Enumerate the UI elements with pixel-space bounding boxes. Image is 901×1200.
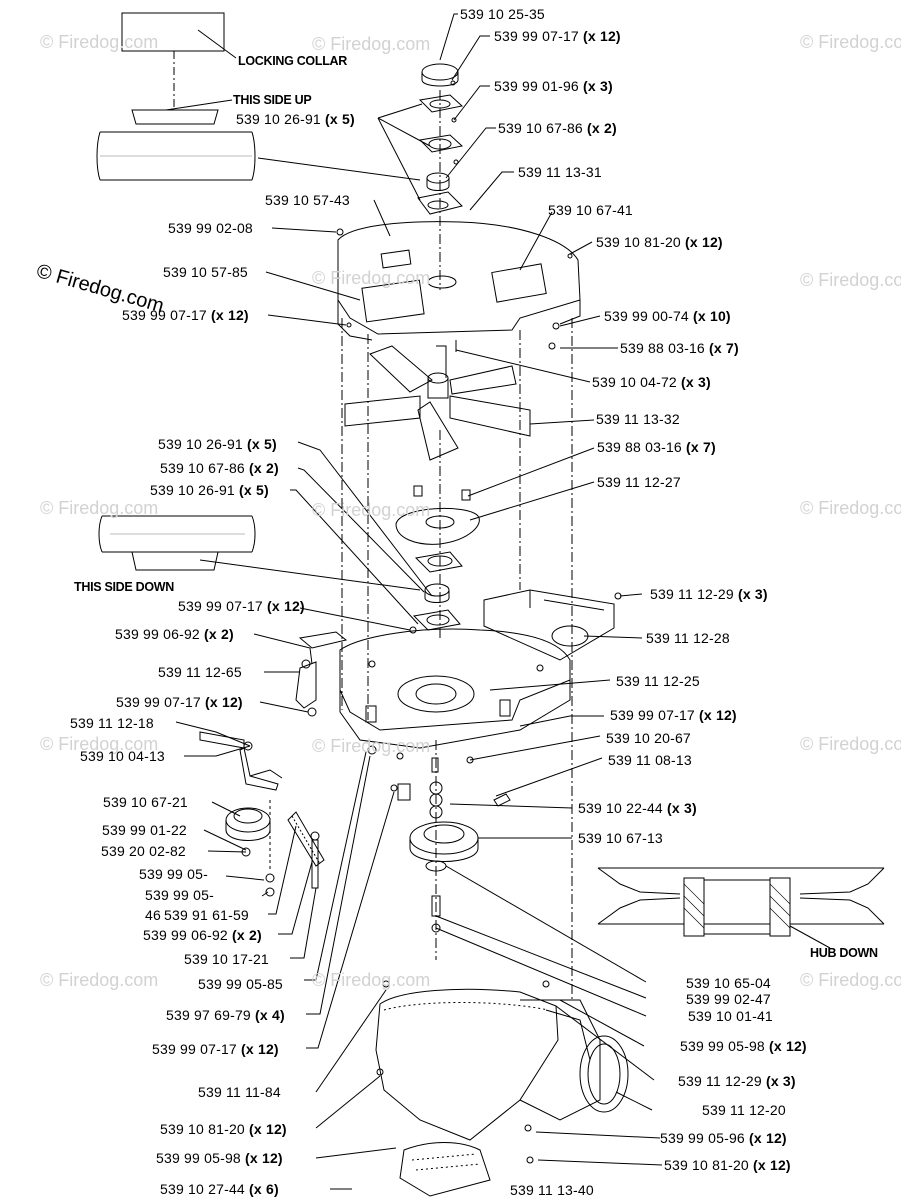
part-label: 539 10 27-44 (x 6) [160,1181,279,1197]
part-label: 539 10 20-67 [606,730,691,746]
part-label: 539 10 26-91 (x 5) [236,111,355,127]
part-label: 539 99 07-17 (x 12) [610,707,737,723]
part-label: 539 10 57-43 [265,192,350,208]
part-label: 539 99 01-96 (x 3) [494,78,613,94]
part-label: 539 11 12-27 [597,474,681,490]
watermark-text: © Firedog.com [40,32,159,52]
top-housing [337,222,580,1000]
watermark-text: © Firedog.com [800,32,901,52]
part-label: 539 10 67-86 (x 2) [498,120,617,136]
part-label: 539 99 07-17 (x 12) [122,307,249,323]
part-label: 539 99 05-98 (x 12) [680,1038,807,1054]
part-label: 539 88 03-16 (x 7) [597,439,716,455]
part-label: 539 10 67-86 (x 2) [160,460,279,476]
watermark-text: © Firedog.com [800,498,901,518]
part-label: 539 11 11-84 [198,1084,281,1100]
watermark-text: © Firedog.com [312,268,431,288]
part-label: 539 10 22-44 (x 3) [578,800,697,816]
part-label: 539 10 67-13 [578,830,663,846]
watermark-text: © Firedog.com [40,970,159,990]
part-label: 539 10 04-13 [80,748,165,764]
watermark-text: © Firedog.com [40,498,159,518]
part-label: 539 10 67-41 [548,202,633,218]
part-label: 539 10 57-85 [163,264,248,280]
part-label: 539 91 61-59 [164,907,249,923]
part-label: 539 10 81-20 (x 12) [160,1121,287,1137]
watermark-text: © Firedog.com [800,270,901,290]
part-label: 539 99 06-92 (x 2) [143,927,262,943]
part-label: 539 99 02-08 [168,220,253,236]
part-label: 539 11 12-20 [702,1102,786,1118]
part-label: 539 10 04-72 (x 3) [592,374,711,390]
part-label: 539 11 13-32 [596,411,680,427]
impeller [345,340,530,460]
part-label: 539 88 03-16 (x 7) [620,340,739,356]
note-locking-collar: LOCKING COLLAR [238,54,347,68]
part-label: 539 10 26-91 (x 5) [150,482,269,498]
part-label: 539 99 05-85 [198,976,283,992]
top-bearing-stack [418,64,462,290]
part-label: 539 10 81-20 (x 12) [664,1157,791,1173]
part-label: 539 99 02-47 [686,991,771,1007]
part-label: 539 99 07-17 (x 12) [152,1041,279,1057]
part-label: 539 99 07-17 (x 12) [178,598,305,614]
part-label: 539 11 12-18 [70,715,154,731]
part-label: 539 10 01-41 [688,1008,773,1024]
part-label: 539 99 05- [145,887,214,903]
part-label: 539 10 81-20 (x 12) [596,234,723,250]
part-label: 539 99 05-96 (x 12) [660,1130,787,1146]
part-label: 539 20 02-82 [101,843,186,859]
part-label: 539 11 12-29 (x 3) [650,586,768,602]
part-label: 539 99 07-17 (x 12) [494,28,621,44]
part-label: 539 11 13-31 [518,164,602,180]
note-this-side-up: THIS SIDE UP [233,93,312,107]
part-label: 539 10 25-35 [460,6,545,22]
part-label: 539 11 12-29 (x 3) [678,1073,796,1089]
locking-collar-illustration [97,13,420,180]
bottom-chute-housing [376,981,628,1196]
part-label: 539 99 05-98 (x 12) [156,1150,283,1166]
part-label: 539 11 12-28 [646,630,730,646]
watermark-text: © Firedog.com [312,970,431,990]
lower-housing [300,629,570,748]
note-this-side-down: THIS SIDE DOWN [74,580,174,594]
part-label: 539 10 26-91 (x 5) [158,436,277,452]
watermark-text: © Firedog.com [312,500,431,520]
part-label: 539 99 07-17 (x 12) [116,694,243,710]
part-label: 539 10 17-21 [184,951,269,967]
middle-disc-stack [396,430,479,640]
drive-pulley-stack [368,740,510,960]
part-label: 539 97 69-79 (x 4) [166,1007,285,1023]
part-label: 539 11 12-65 [158,664,242,680]
watermark-text: © Firedog.com [800,970,901,990]
part-label: 539 10 65-04 [686,975,771,991]
part-label: 539 11 12-25 [616,673,700,689]
part-label: 539 99 00-74 (x 10) [604,308,731,324]
note-hub-down: HUB DOWN [810,946,878,960]
watermark-text: © Firedog.com [312,34,431,54]
watermark-text: © Firedog.com [800,734,901,754]
pulley-section-illustration [598,868,884,948]
part-label: 46 [145,907,161,923]
part-label: 539 99 05- [139,866,208,882]
leader-lines [176,14,662,1189]
part-label: 539 11 13-40 [510,1182,594,1198]
part-label: 539 11 08-13 [608,752,692,768]
watermark-text: © Firedog.com [312,736,431,756]
part-label: 539 99 06-92 (x 2) [115,626,234,642]
this-side-down-illustration [99,516,420,590]
part-label: 539 10 67-21 [103,794,188,810]
watermark-text: © Firedog.com [40,734,159,754]
part-label: 539 99 01-22 [102,822,187,838]
side-box [484,590,621,660]
